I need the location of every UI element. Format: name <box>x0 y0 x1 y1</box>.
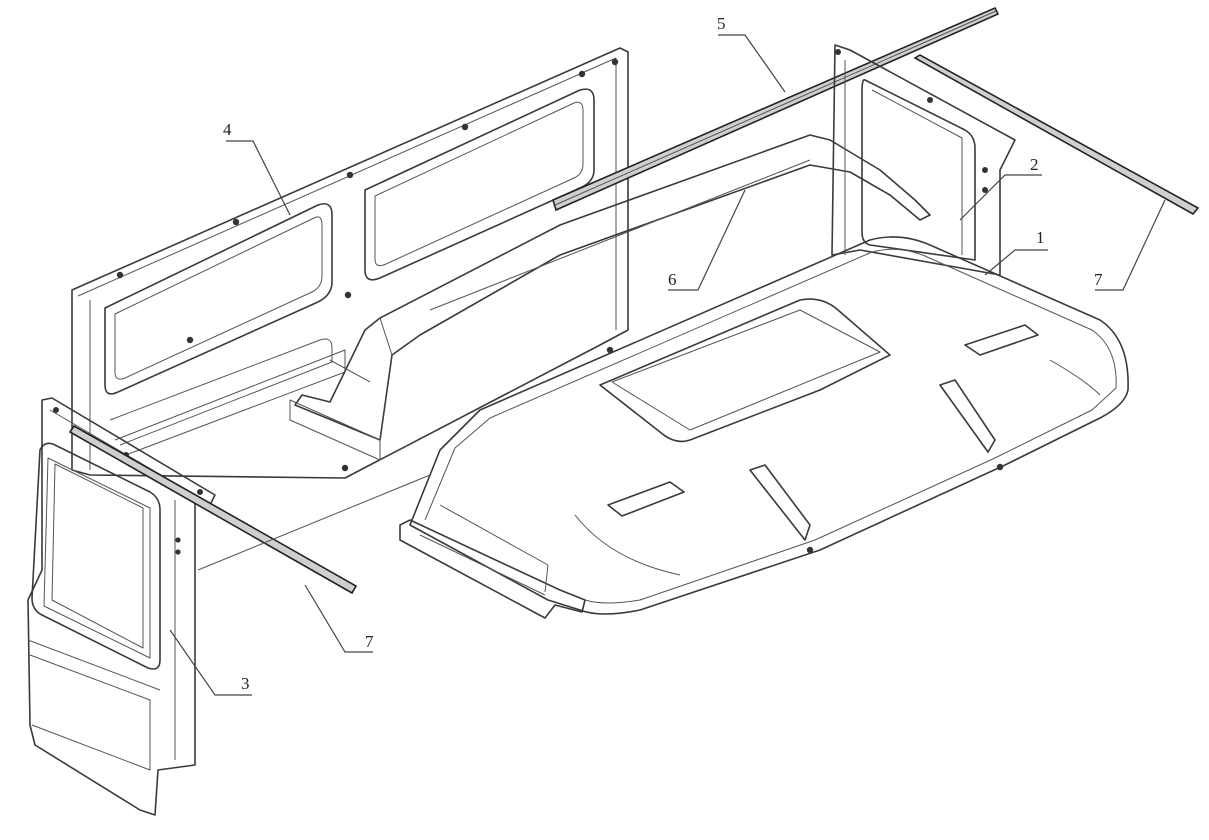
callout-labels: 1 2 3 4 5 6 7 7 <box>223 14 1103 693</box>
short-rail-left <box>68 424 358 595</box>
assembly-guide-line <box>197 474 431 571</box>
callout-5: 5 <box>717 14 726 33</box>
callout-2: 2 <box>1030 155 1039 174</box>
callout-3: 3 <box>241 674 250 693</box>
callout-1: 1 <box>1036 228 1045 247</box>
side-wall-panel <box>71 47 629 479</box>
roof-rail-long <box>552 6 1000 212</box>
callout-4: 4 <box>223 120 232 139</box>
callout-7-left: 7 <box>365 632 374 651</box>
rear-wall-panel <box>831 44 1016 276</box>
short-rail-right <box>913 54 1200 216</box>
leader-lines <box>169 34 1166 696</box>
roof-shell <box>399 236 1129 619</box>
callout-6: 6 <box>668 270 677 289</box>
roof-bow <box>289 134 931 461</box>
callout-7-right: 7 <box>1094 270 1103 289</box>
